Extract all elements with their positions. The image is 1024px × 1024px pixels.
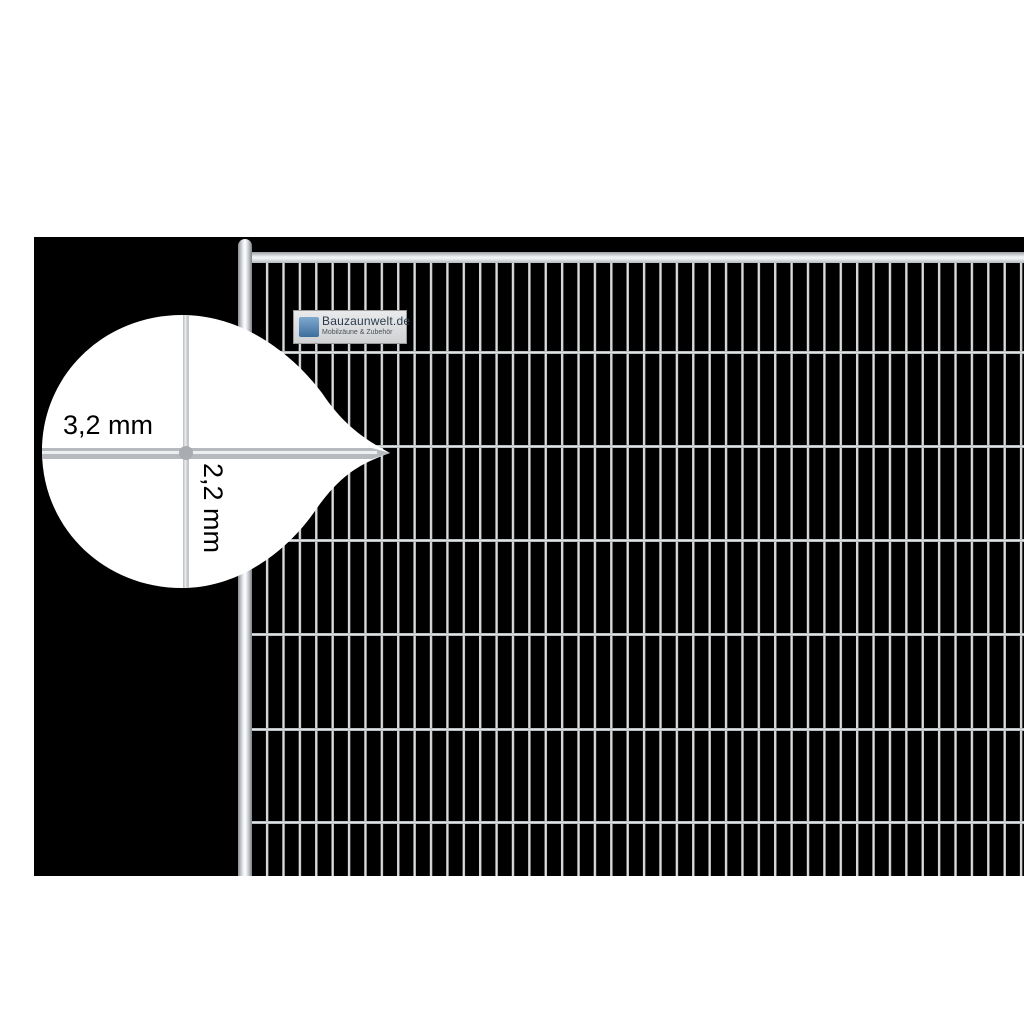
horizontal-wire [242,445,1024,448]
top-rail [248,252,1024,263]
fence-logo-icon [299,317,319,337]
brand-subtitle: Mobilzäune & Zubehör [322,329,393,336]
fence-photo: Bauzaunwelt.de Mobilzäune & Zubehör [34,237,1024,876]
horizontal-wire [242,633,1024,636]
horizontal-wire [242,728,1024,731]
horizontal-wire [242,539,1024,542]
vertical-wire-diameter-label: 2,2 mm [198,463,228,554]
horizontal-wire-diameter-label: 3,2 mm [63,410,154,440]
horizontal-wire [242,821,1024,824]
horizontal-wire [242,351,1024,354]
vertical-wires [252,261,1024,876]
brand-name: Bauzaunwelt.de [322,314,411,328]
brand-nameplate: Bauzaunwelt.de Mobilzäune & Zubehör [293,310,411,344]
magnifier-callout [42,313,392,589]
